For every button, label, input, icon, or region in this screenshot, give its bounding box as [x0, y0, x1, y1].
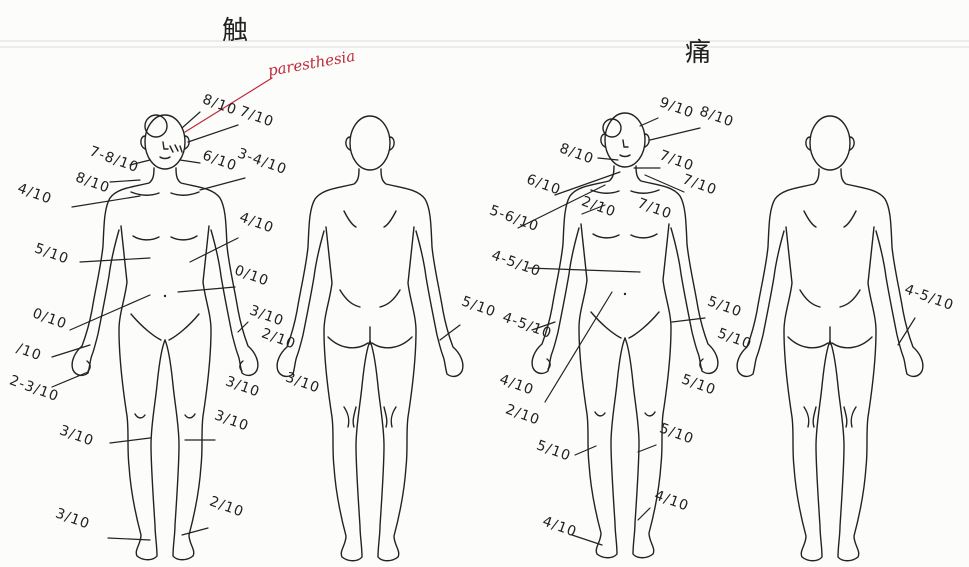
- marked-area-hatching: [170, 145, 182, 152]
- leader-line: [640, 118, 658, 126]
- leader-line: [200, 178, 245, 190]
- leader-line: [80, 258, 150, 262]
- leader-line: [110, 438, 150, 443]
- leader-line: [110, 180, 140, 182]
- leader-line: [545, 292, 612, 402]
- leader-line: [72, 196, 140, 207]
- leader-line: [555, 172, 620, 195]
- leader-line: [178, 287, 235, 292]
- sensation-chart-heading: 触: [222, 18, 248, 44]
- back-body-figure-sensation: [277, 116, 463, 561]
- pain-chart-heading: 痛: [685, 40, 711, 66]
- paper-rule-lines: [0, 41, 969, 47]
- leader-line: [638, 508, 650, 520]
- leader-line: [52, 345, 90, 357]
- leader-line: [638, 445, 656, 452]
- leader-line: [182, 112, 200, 128]
- marked-area-circle: [603, 119, 621, 137]
- leader-line: [650, 128, 700, 140]
- leader-line: [572, 535, 602, 545]
- leader-line: [70, 295, 150, 330]
- back-body-figure-pain: [737, 116, 923, 561]
- leader-line: [528, 268, 640, 272]
- leader-line: [180, 160, 200, 163]
- leader-line: [188, 125, 238, 142]
- leader-line: [108, 538, 150, 540]
- leader-line: [52, 372, 88, 387]
- leader-line: [898, 318, 915, 345]
- leader-line: [182, 528, 208, 535]
- leader-line: [598, 158, 618, 160]
- leader-line: [575, 446, 596, 455]
